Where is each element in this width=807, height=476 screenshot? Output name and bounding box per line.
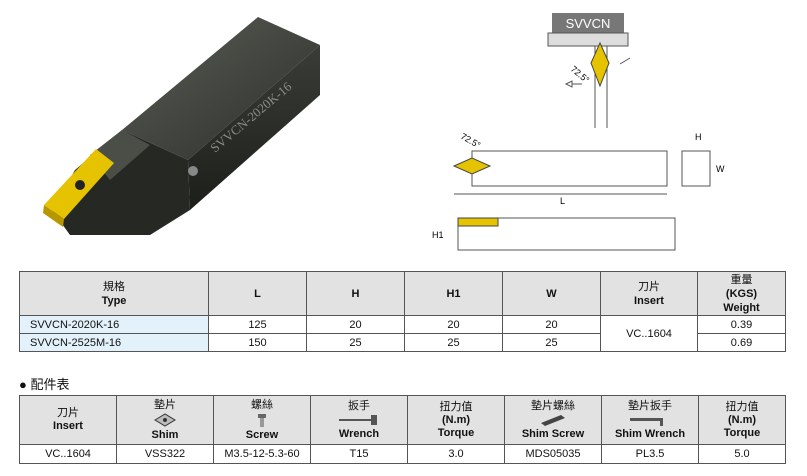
header-h1: H1 — [404, 271, 503, 316]
acc-header-torque-2: 扭力值(N.m)Torque — [698, 395, 786, 445]
acc-header-shim-screw: 墊片螺絲 Shim Screw — [504, 395, 602, 445]
acc-cell-insert: VC..1604 — [19, 444, 117, 464]
header-h: H — [306, 271, 405, 316]
acc-cell-wrench: T15 — [310, 444, 408, 464]
cell-weight: 0.69 — [697, 333, 786, 352]
acc-header-shim-wrench: 墊片扳手 Shim Wrench — [601, 395, 699, 445]
cell-w: 20 — [502, 315, 601, 334]
wrench-icon — [339, 414, 377, 425]
table-row: VC..1604 VSS322 M3.5-12-5.3-60 T15 3.0 M… — [19, 444, 786, 464]
acc-header-screw: 螺絲 Screw — [213, 395, 311, 445]
shim-screw-icon — [541, 414, 565, 426]
cell-type: SVVCN-2525M-16 — [19, 333, 209, 352]
acc-header-torque: 扭力值(N.m)Torque — [407, 395, 505, 445]
acc-header-wrench: 扳手 Wrench — [310, 395, 408, 445]
cell-h1: 25 — [404, 333, 503, 352]
drawing-dim-w: W — [716, 164, 725, 174]
table-row: SVVCN-2020K-16 125 20 20 20 VC..1604 0.3… — [19, 315, 786, 352]
acc-cell-shim-wrench: PL3.5 — [601, 444, 699, 464]
cell-h: 20 — [306, 315, 405, 334]
tool-holder-photo: SVVCN-2020K-16 — [43, 17, 320, 235]
header-l: L — [208, 271, 307, 316]
accessories-title: ● 配件表 — [19, 377, 70, 392]
acc-header-shim: 墊片 Shim — [116, 395, 214, 445]
acc-cell-torque-2: 5.0 — [698, 444, 786, 464]
table-row: SVVCN-2525M-16 150 25 25 25 0.69 — [19, 333, 786, 352]
shim-wrench-icon — [630, 417, 663, 426]
acc-cell-shim: VSS322 — [116, 444, 214, 464]
drawing-angle-side: 72.5° — [459, 131, 483, 150]
cell-h1: 20 — [404, 315, 503, 334]
technical-drawing: SVVCN 72.5° 72.5° L H W H1 — [432, 13, 725, 251]
drawing-dim-h1: H1 — [432, 230, 444, 240]
header-weight: 重量(KGS)Weight — [697, 271, 786, 316]
drawing-dim-h: H — [695, 132, 702, 142]
cell-h: 25 — [306, 333, 405, 352]
cell-insert: VC..1604 — [600, 315, 698, 352]
cell-weight: 0.39 — [697, 315, 786, 334]
drawing-top-label: SVVCN — [566, 16, 611, 31]
cell-w: 25 — [502, 333, 601, 352]
acc-cell-shim-screw: MDS05035 — [504, 444, 602, 464]
acc-cell-torque: 3.0 — [407, 444, 505, 464]
cell-l: 150 — [208, 333, 307, 352]
acc-cell-screw: M3.5-12-5.3-60 — [213, 444, 311, 464]
cell-l: 125 — [208, 315, 307, 334]
shim-icon — [154, 412, 176, 427]
drawing-dim-l: L — [560, 196, 565, 206]
header-w: W — [502, 271, 601, 316]
screw-icon — [258, 413, 266, 427]
cell-type: SVVCN-2020K-16 — [19, 315, 209, 334]
